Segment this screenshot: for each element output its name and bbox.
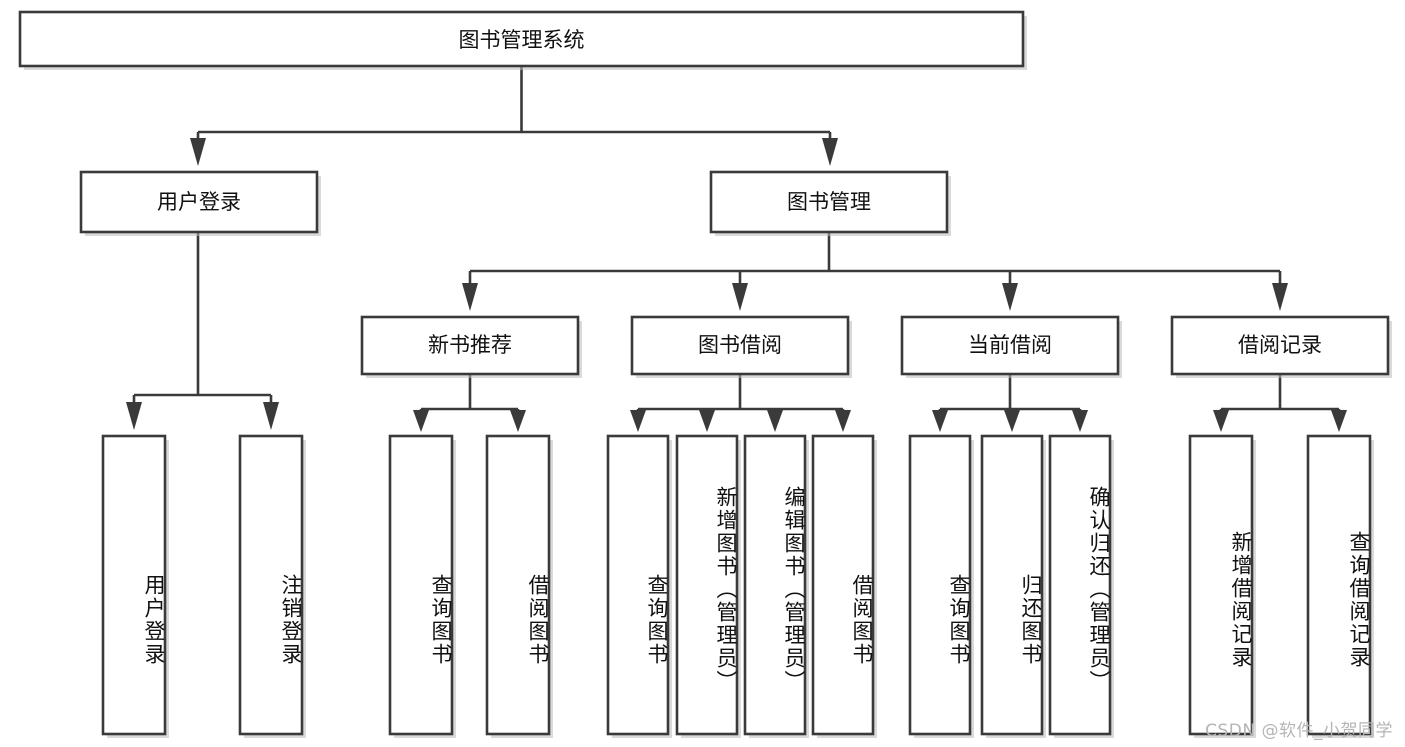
connector-group-borrow-record xyxy=(1213,374,1347,432)
node-new-book-rec[interactable]: 新书推荐 xyxy=(360,315,582,378)
leaf-user-login-rect[interactable] xyxy=(101,434,167,736)
arrow-head-leaf-borrow-book-1 xyxy=(510,410,526,432)
leaf-confirm-return-rect[interactable] xyxy=(1048,434,1112,736)
arrow-head-leaf-user-login xyxy=(126,402,142,430)
connector-group-root xyxy=(190,66,838,166)
leaf-user-logout-rect[interactable] xyxy=(238,434,304,736)
leaf-query-borrow-rec-rect[interactable] xyxy=(1306,434,1372,736)
leaf-rects xyxy=(101,434,1374,738)
node-user-login-rect[interactable] xyxy=(79,170,319,234)
leaf-query-book-3-rect[interactable] xyxy=(908,434,972,736)
leaf-add-borrow-rec-rect[interactable] xyxy=(1188,434,1254,736)
node-root[interactable]: 图书管理系统 xyxy=(18,10,1027,70)
arrow-head-leaf-query-borrow-rec xyxy=(1331,410,1347,432)
arrow-head-leaf-edit-book-admin xyxy=(767,410,783,432)
arrow-head-leaf-add-book-admin xyxy=(699,410,715,432)
node-root-label: 图书管理系统 xyxy=(459,28,585,52)
node-borrow-record[interactable]: 借阅记录 xyxy=(1170,315,1392,378)
leaf-edit-book-admin-rect[interactable] xyxy=(743,434,807,736)
leaf-query-book-1-rect[interactable] xyxy=(388,434,454,736)
node-current-borrow[interactable]: 当前借阅 xyxy=(900,315,1122,378)
node-new-book-rec-rect[interactable] xyxy=(360,315,580,376)
connector-group-current-borrow xyxy=(932,374,1088,432)
connector-group-book-borrow xyxy=(630,374,851,432)
arrow-head-leaf-borrow-book-2 xyxy=(835,410,851,432)
node-root-rect[interactable] xyxy=(18,10,1025,68)
arrow-head-leaf-add-borrow-rec xyxy=(1213,410,1229,432)
arrow-head-book-manage xyxy=(822,138,838,166)
csdn-watermark: CSDN @软件_小贺同学 xyxy=(1205,721,1393,741)
arrow-head-current-borrow xyxy=(1002,283,1018,311)
node-book-borrow-rect[interactable] xyxy=(630,315,850,376)
arrow-head-leaf-query-book-1 xyxy=(413,410,429,432)
connector-group-book-manage xyxy=(462,232,1288,311)
arrow-head-leaf-return-book xyxy=(1004,410,1020,432)
node-borrow-record-rect[interactable] xyxy=(1170,315,1390,376)
arrow-head-leaf-query-book-2 xyxy=(630,410,646,432)
arrow-head-borrow-record xyxy=(1272,283,1288,311)
node-book-manage-rect[interactable] xyxy=(709,170,949,234)
node-user-login[interactable]: 用户登录 xyxy=(79,170,321,236)
arrow-head-book-borrow xyxy=(732,283,748,311)
node-book-borrow[interactable]: 图书借阅 xyxy=(630,315,852,378)
node-book-manage[interactable]: 图书管理 xyxy=(709,170,951,236)
node-current-borrow-label: 当前借阅 xyxy=(968,333,1052,357)
node-new-book-rec-label: 新书推荐 xyxy=(428,333,512,357)
arrow-head-new-book-rec xyxy=(462,283,478,311)
leaf-borrow-book-2-rect[interactable] xyxy=(811,434,875,736)
leaf-return-book-rect[interactable] xyxy=(980,434,1044,736)
arrow-head-leaf-query-book-3 xyxy=(932,410,948,432)
leaf-query-book-2-rect[interactable] xyxy=(606,434,670,736)
leaf-borrow-book-1-rect[interactable] xyxy=(485,434,551,736)
connector-group-user-login xyxy=(126,232,279,430)
node-book-manage-label: 图书管理 xyxy=(787,190,871,214)
connector-group-new-book-rec xyxy=(413,374,526,432)
leaf-add-book-admin-rect[interactable] xyxy=(675,434,739,736)
node-user-login-label: 用户登录 xyxy=(157,190,241,214)
node-current-borrow-rect[interactable] xyxy=(900,315,1120,376)
arrow-head-leaf-user-logout xyxy=(263,402,279,430)
node-borrow-record-label: 借阅记录 xyxy=(1238,333,1322,357)
node-book-borrow-label: 图书借阅 xyxy=(698,333,782,357)
arrow-head-leaf-confirm-return xyxy=(1072,410,1088,432)
arrow-head-user-login xyxy=(190,138,206,166)
